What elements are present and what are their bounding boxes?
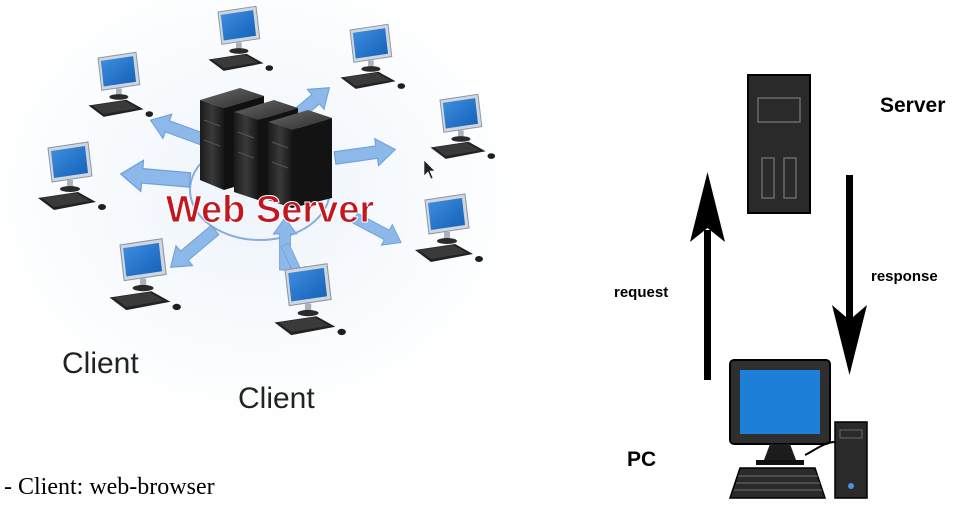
client-label-bottom: Client <box>238 382 315 415</box>
server-tower-icon <box>747 74 811 214</box>
mouse-cursor-icon <box>423 159 436 180</box>
client-label-left: Client <box>62 347 139 380</box>
response-arrow <box>832 175 867 375</box>
web-server-icon <box>200 88 332 208</box>
pc-icon <box>728 359 868 499</box>
request-label: request <box>614 284 668 301</box>
client-caption: - Client: web-browser <box>4 474 215 500</box>
server-label: Server <box>880 94 945 117</box>
request-response-diagram: Server request response PC <box>614 74 945 499</box>
web-server-network-diagram: Web Server Client Client <box>0 0 510 430</box>
response-label: response <box>871 268 938 285</box>
pc-label: PC <box>627 448 656 471</box>
web-server-label: Web Server <box>166 189 375 231</box>
request-arrow <box>690 172 725 380</box>
